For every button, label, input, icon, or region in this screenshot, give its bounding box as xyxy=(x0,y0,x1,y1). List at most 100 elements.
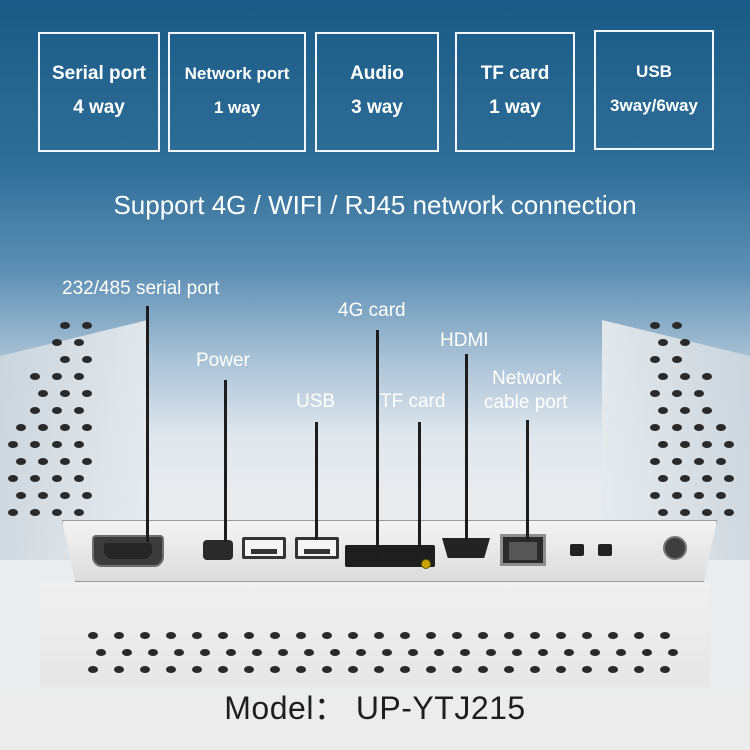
vent-hole xyxy=(122,649,132,656)
leader-hdmi xyxy=(465,354,468,540)
vent-hole xyxy=(296,632,306,639)
headline: Support 4G / WIFI / RJ45 network connect… xyxy=(113,190,637,220)
vent-hole xyxy=(348,632,358,639)
vent-hole xyxy=(74,509,84,516)
leader-tf xyxy=(418,422,421,562)
feature-audio: Audio 3 way xyxy=(315,32,439,152)
audio-jack-2 xyxy=(598,544,612,556)
vent-hole xyxy=(608,666,618,673)
vent-hole xyxy=(702,509,712,516)
vent-hole xyxy=(140,632,150,639)
vent-hole xyxy=(218,666,228,673)
usb-port-2 xyxy=(295,537,339,559)
vent-hole xyxy=(504,666,514,673)
feature-value: 1 way xyxy=(489,97,541,118)
vent-hole xyxy=(658,339,668,346)
vent-hole xyxy=(74,441,84,448)
feature-value: 3 way xyxy=(351,97,403,118)
vent-hole xyxy=(694,390,704,397)
label-network-line2: cable port xyxy=(484,392,568,413)
vent-hole xyxy=(30,407,40,414)
vent-hole xyxy=(82,424,92,431)
vent-hole xyxy=(702,441,712,448)
vent-hole xyxy=(530,632,540,639)
vent-hole xyxy=(82,322,92,329)
vent-hole xyxy=(680,339,690,346)
vent-hole xyxy=(724,441,734,448)
hdmi-port xyxy=(442,538,490,558)
vent-hole xyxy=(716,458,726,465)
rj45-socket xyxy=(509,542,537,560)
vent-hole xyxy=(538,649,548,656)
vent-hole xyxy=(434,649,444,656)
vent-hole xyxy=(96,649,106,656)
vent-hole xyxy=(452,632,462,639)
vent-hole xyxy=(556,666,566,673)
feature-value: 1 way xyxy=(213,98,261,117)
vent-hole xyxy=(658,441,668,448)
card-slot xyxy=(345,545,435,567)
vent-hole xyxy=(200,649,210,656)
vent-hole xyxy=(650,322,660,329)
vent-hole xyxy=(244,632,254,639)
vent-hole xyxy=(82,492,92,499)
vent-hole xyxy=(114,632,124,639)
vent-hole xyxy=(672,458,682,465)
vent-hole xyxy=(304,649,314,656)
vent-hole xyxy=(408,649,418,656)
vent-hole xyxy=(60,424,70,431)
vent-hole xyxy=(724,475,734,482)
vent-hole xyxy=(564,649,574,656)
vent-hole xyxy=(642,649,652,656)
vent-hole xyxy=(16,424,26,431)
vent-hole xyxy=(356,649,366,656)
vent-hole xyxy=(8,441,18,448)
serial-port-pins xyxy=(104,543,152,559)
vent-hole xyxy=(174,649,184,656)
label-tf-card: TF card xyxy=(380,391,446,412)
feature-network-port: Network port 1 way xyxy=(168,32,306,152)
vent-hole xyxy=(60,492,70,499)
feature-title: Serial port xyxy=(52,63,146,84)
vent-hole xyxy=(650,492,660,499)
feature-value: 4 way xyxy=(73,97,125,118)
vent-hole xyxy=(694,424,704,431)
vent-hole xyxy=(478,666,488,673)
vent-hole xyxy=(650,356,660,363)
feature-serial-port: Serial port 4 way xyxy=(38,32,160,152)
leader-4g xyxy=(376,330,379,560)
vent-hole xyxy=(38,458,48,465)
vent-hole xyxy=(702,407,712,414)
vent-hole xyxy=(8,509,18,516)
vent-hole xyxy=(8,475,18,482)
vent-hole xyxy=(426,666,436,673)
vent-hole xyxy=(252,649,262,656)
vent-hole xyxy=(74,373,84,380)
vent-hole xyxy=(634,632,644,639)
vent-hole xyxy=(38,424,48,431)
vent-hole xyxy=(226,649,236,656)
vent-hole xyxy=(82,390,92,397)
vent-hole xyxy=(148,649,158,656)
vent-hole xyxy=(658,509,668,516)
vent-hole xyxy=(60,356,70,363)
vent-hole xyxy=(504,632,514,639)
vent-hole xyxy=(478,632,488,639)
vent-hole xyxy=(672,492,682,499)
vent-hole xyxy=(322,666,332,673)
model-label: Model： UP-YTJ215 xyxy=(224,690,526,726)
vent-hole xyxy=(30,441,40,448)
feature-tf-card: TF card 1 way xyxy=(455,32,575,152)
vent-hole xyxy=(88,666,98,673)
vent-hole xyxy=(658,407,668,414)
label-4g-card: 4G card xyxy=(338,300,406,321)
vent-hole xyxy=(556,632,566,639)
vent-hole xyxy=(650,390,660,397)
vent-hole xyxy=(680,373,690,380)
leader-power xyxy=(224,380,227,542)
vent-hole xyxy=(702,373,712,380)
vent-hole xyxy=(716,492,726,499)
vent-hole xyxy=(582,666,592,673)
power-button xyxy=(663,536,687,560)
usb-port-1 xyxy=(242,537,286,559)
